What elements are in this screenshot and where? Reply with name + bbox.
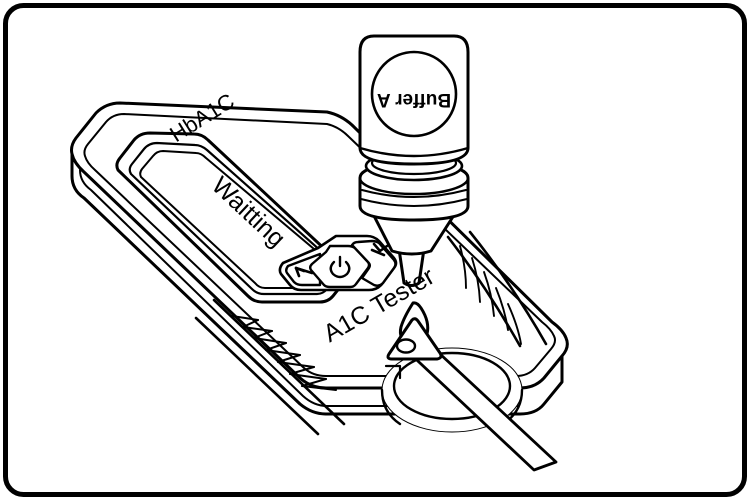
power-icon (329, 260, 351, 279)
grip-right-hatch (459, 245, 522, 345)
triangle-port-icon (386, 317, 443, 361)
screen-bezel-inner (128, 141, 342, 296)
grip-left-hatch (231, 315, 337, 391)
strip-slot-notch (384, 364, 402, 380)
strip-slot-rim (380, 388, 402, 426)
grip-right-edge-a (446, 235, 522, 348)
bottle-body-base-curve (358, 146, 470, 158)
bottle-cap-rib-1 (361, 189, 467, 198)
bottle-cap-shoulder (370, 210, 458, 256)
device-edge-line-2 (79, 169, 519, 407)
chevron-left-icon-bar (294, 266, 314, 275)
chevron-right-icon-bar (370, 248, 386, 257)
button-right[interactable] (350, 239, 397, 287)
grip-right-edge-b (468, 230, 548, 346)
outer-border (3, 3, 747, 497)
port-hole-icon (395, 338, 417, 354)
bottle-label-circle (370, 50, 458, 138)
device-edge-line (70, 174, 522, 416)
chevron-right-icon (372, 242, 389, 253)
strip-slot-inner (392, 351, 512, 421)
bottle-cap-rib-2 (360, 198, 468, 207)
bottle-nozzle-tip-base (403, 282, 420, 287)
bottle-label-text: Buffer A (377, 89, 452, 110)
grip-left-edge-a (194, 316, 320, 436)
